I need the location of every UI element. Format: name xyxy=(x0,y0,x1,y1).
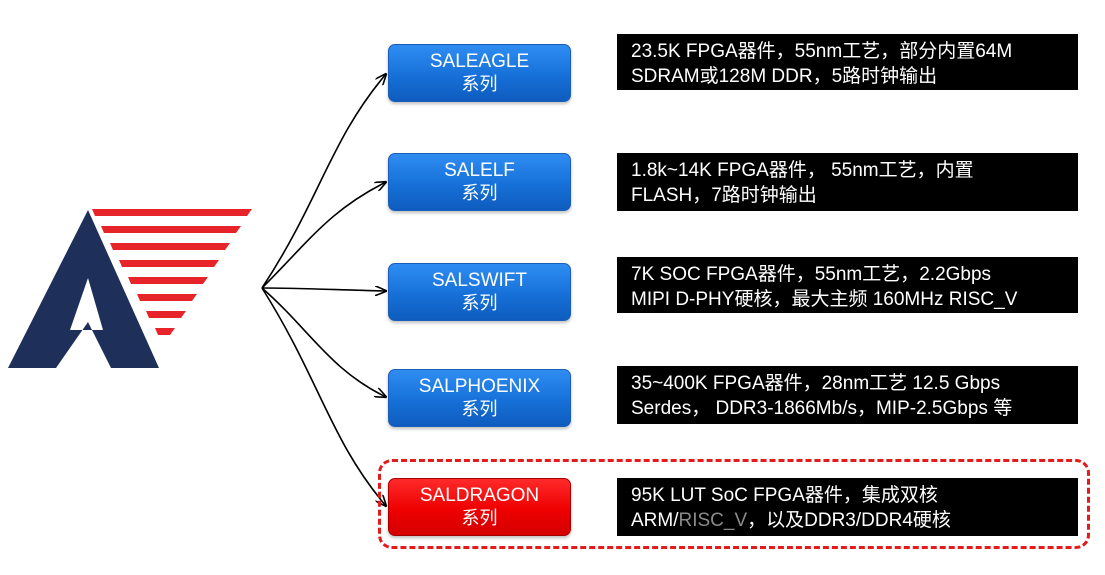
arrow-to-salelf xyxy=(261,182,386,289)
series-button-saldragon[interactable]: SALDRAGON 系列 xyxy=(388,478,571,536)
description-line: 23.5K FPGA器件，55nm工艺，部分内置64M xyxy=(631,41,1013,62)
description-text: ，以及DDR3/DDR4硬核 xyxy=(747,510,951,531)
series-button-salphoenix[interactable]: SALPHOENIX 系列 xyxy=(388,369,571,427)
logo-red-stripes xyxy=(92,209,252,335)
description-line: 35~400K FPGA器件，28nm工艺 12.5 Gbps xyxy=(631,373,1001,394)
series-name: SALSWIFT xyxy=(431,270,527,291)
description-line: FLASH，7路时钟输出 xyxy=(631,185,817,206)
description-line: Serdes， DDR3-1866Mb/s，MIP-2.5Gbps 等 xyxy=(631,398,1013,419)
description-salswift: 7K SOC FPGA器件，55nm工艺，2.2Gbps MIPI D-PHY硬… xyxy=(617,257,1078,313)
description-saldragon: 95K LUT SoC FPGA器件，集成双核 ARM/RISC_V，以及DDR… xyxy=(617,478,1078,536)
description-line: 1.8k~14K FPGA器件， 55nm工艺，内置 xyxy=(631,160,974,181)
description-line: 95K LUT SoC FPGA器件，集成双核 xyxy=(631,485,938,506)
company-logo xyxy=(8,209,252,368)
arrow-to-salswift xyxy=(261,288,386,291)
series-button-saleagle[interactable]: SALEAGLE 系列 xyxy=(388,44,571,102)
series-name: SALPHOENIX xyxy=(418,376,541,397)
series-name: SALELF xyxy=(444,160,515,181)
arrow-to-saleagle xyxy=(261,74,386,289)
series-name: SALDRAGON xyxy=(419,485,540,506)
series-sub-label: 系列 xyxy=(461,508,498,528)
description-line: 7K SOC FPGA器件，55nm工艺，2.2Gbps xyxy=(631,264,992,285)
description-line: SDRAM或128M DDR，5路时钟输出 xyxy=(631,66,938,87)
series-sub-label: 系列 xyxy=(461,183,498,203)
saldragon-highlight-frame xyxy=(378,459,1090,549)
description-salelf: 1.8k~14K FPGA器件， 55nm工艺，内置 FLASH，7路时钟输出 xyxy=(617,153,1078,211)
connector-arrows xyxy=(261,74,386,506)
series-button-salelf[interactable]: SALELF 系列 xyxy=(388,153,571,211)
series-name: SALEAGLE xyxy=(429,51,530,72)
description-saleagle: 23.5K FPGA器件，55nm工艺，部分内置64M SDRAM或128M D… xyxy=(617,34,1078,90)
series-sub-label: 系列 xyxy=(461,74,498,94)
arrow-to-saldragon xyxy=(261,287,386,506)
arrow-to-salphoenix xyxy=(261,287,386,397)
series-button-salswift[interactable]: SALSWIFT 系列 xyxy=(388,263,571,321)
description-line: ARM/RISC_V，以及DDR3/DDR4硬核 xyxy=(631,508,1070,533)
description-text: ARM/ xyxy=(631,510,679,531)
description-dim-text: RISC_V xyxy=(678,510,748,531)
logo-navy-a-mark xyxy=(8,210,159,368)
series-sub-label: 系列 xyxy=(461,399,498,419)
description-salphoenix: 35~400K FPGA器件，28nm工艺 12.5 Gbps Serdes， … xyxy=(617,366,1078,424)
description-line: MIPI D-PHY硬核，最大主频 160MHz RISC_V xyxy=(631,289,1018,310)
series-sub-label: 系列 xyxy=(461,293,498,313)
